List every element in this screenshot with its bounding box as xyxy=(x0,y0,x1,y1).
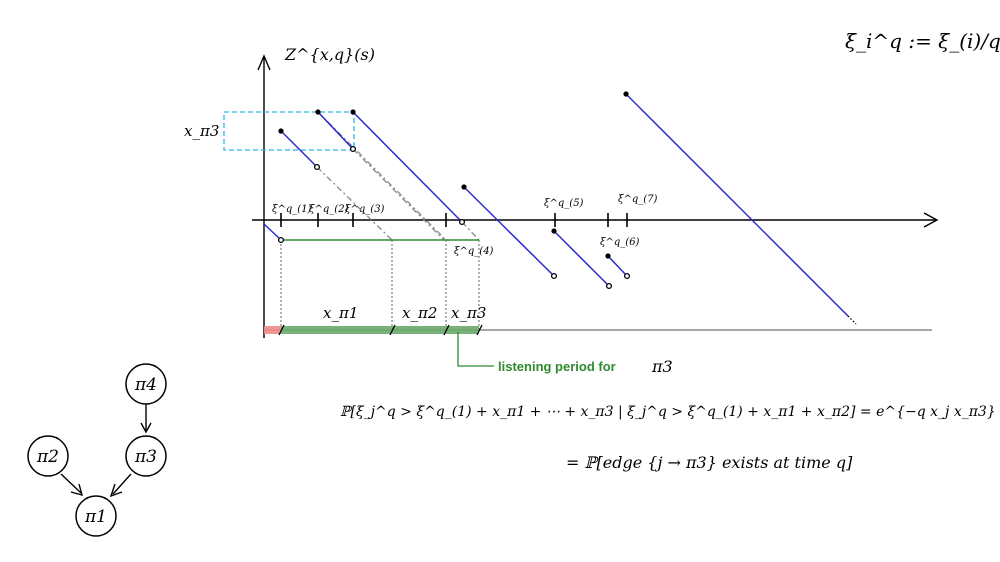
definition-label: ξ_i^q := ξ_(i)/q xyxy=(845,29,1000,53)
segment-label-3: x_π3 xyxy=(451,304,486,322)
slash-2 xyxy=(389,324,396,336)
callout-line xyxy=(457,332,494,367)
dot-filled-6 xyxy=(605,253,611,259)
jump-line-2 xyxy=(317,111,354,150)
x-axis-arrow xyxy=(923,212,939,228)
node-pi1 xyxy=(75,495,117,537)
node-pi2 xyxy=(27,435,69,477)
dotted-verticals xyxy=(280,240,480,330)
node-label-pi1: π1 xyxy=(84,507,107,527)
dot-open-3 xyxy=(349,145,357,153)
open-dots xyxy=(277,145,631,290)
node-label-pi2: π2 xyxy=(36,447,59,467)
dot-filled-7 xyxy=(623,91,629,97)
filled-dots xyxy=(278,91,629,259)
tick-labels: ξ^q_(1) ξ^q_(2) ξ^q_(3) ξ^q_(4) ξ^q_(5) … xyxy=(272,194,658,257)
gray-dashed-lines xyxy=(316,111,480,241)
dashdot-2 xyxy=(352,148,445,241)
tick-label-5: ξ^q_(5) xyxy=(544,198,584,209)
slash-4 xyxy=(476,324,483,336)
jump-line-0 xyxy=(263,223,282,241)
jump-line-1 xyxy=(280,130,318,168)
jump-lines xyxy=(263,93,849,317)
dot-open-6 xyxy=(605,282,613,290)
jump-line-6 xyxy=(607,255,628,277)
xpi3-bracket: x_π3 xyxy=(184,111,355,151)
dot-filled-4 xyxy=(461,184,467,190)
dot-filled-5 xyxy=(551,228,557,234)
dashdot-1 xyxy=(316,166,393,241)
dot-open-2 xyxy=(313,163,321,171)
green-band xyxy=(281,326,479,334)
tick-label-1: ξ^q_(1) xyxy=(272,204,312,215)
edge-pi2-pi1-head xyxy=(70,483,83,496)
dot-filled-3 xyxy=(350,109,356,115)
dot-open-4 xyxy=(458,218,466,226)
axes: Z^{x,q}(s) ξ_i^q := ξ_(i)/q xyxy=(252,29,1000,338)
listening-symbol: π3 xyxy=(651,357,673,376)
node-label-pi4: π4 xyxy=(134,375,157,395)
jump-line-7 xyxy=(625,93,849,317)
jump-line-4 xyxy=(463,186,555,277)
slash-1 xyxy=(278,324,285,336)
dashdot-3 xyxy=(317,111,447,241)
tick-label-4: ξ^q_(4) xyxy=(454,246,494,257)
probability-formula: ℙ[ξ_j^q > ξ^q_(1) + x_π1 + ⋯ + x_π3 | ξ_… xyxy=(340,404,996,472)
edge-pi3-pi1 xyxy=(112,473,132,495)
formula-line-1: ℙ[ξ_j^q > ξ^q_(1) + x_π1 + ⋯ + x_π3 | ξ_… xyxy=(340,404,996,420)
jump-line-7-dots xyxy=(847,315,857,325)
node-graph: π4 π3 π2 π1 xyxy=(27,363,167,537)
y-axis-label: Z^{x,q}(s) xyxy=(284,45,375,64)
tick-label-7: ξ^q_(7) xyxy=(618,194,658,205)
dot-open-7 xyxy=(623,272,631,280)
y-axis-arrow xyxy=(257,54,271,71)
timeline-slashes xyxy=(278,324,483,336)
segment-label-1: x_π1 xyxy=(323,304,358,322)
dot-open-1 xyxy=(277,236,285,244)
listening-label: listening period for xyxy=(498,359,616,374)
node-label-pi3: π3 xyxy=(134,447,157,467)
bracket-label: x_π3 xyxy=(184,122,219,140)
bottom-timeline: x_π1 x_π2 x_π3 xyxy=(264,304,932,336)
jump-line-5 xyxy=(553,230,610,287)
edge-pi3-pi1-head xyxy=(109,483,123,498)
node-pi4 xyxy=(125,363,167,405)
segment-label-2: x_π2 xyxy=(402,304,437,322)
pink-band xyxy=(264,326,281,334)
node-pi3 xyxy=(125,435,167,477)
dashdot-4 xyxy=(461,221,480,241)
dot-filled-1 xyxy=(278,128,284,134)
x-ticks xyxy=(280,213,628,227)
edge-pi2-pi1 xyxy=(60,473,82,494)
dot-open-5 xyxy=(550,272,558,280)
listening-callout: listening period for π3 xyxy=(457,332,673,376)
tick-label-2: ξ^q_(2) xyxy=(309,204,349,215)
edge-pi4-pi3-head xyxy=(140,422,152,434)
dot-filled-2 xyxy=(315,109,321,115)
jump-line-3 xyxy=(352,111,463,223)
slash-3 xyxy=(443,324,450,336)
tick-label-3: ξ^q_(3) xyxy=(345,204,385,215)
formula-line-2: = ℙ[edge {j → π3} exists at time q] xyxy=(566,453,853,472)
bracket-box xyxy=(223,111,355,151)
tick-label-6: ξ^q_(6) xyxy=(600,237,640,248)
